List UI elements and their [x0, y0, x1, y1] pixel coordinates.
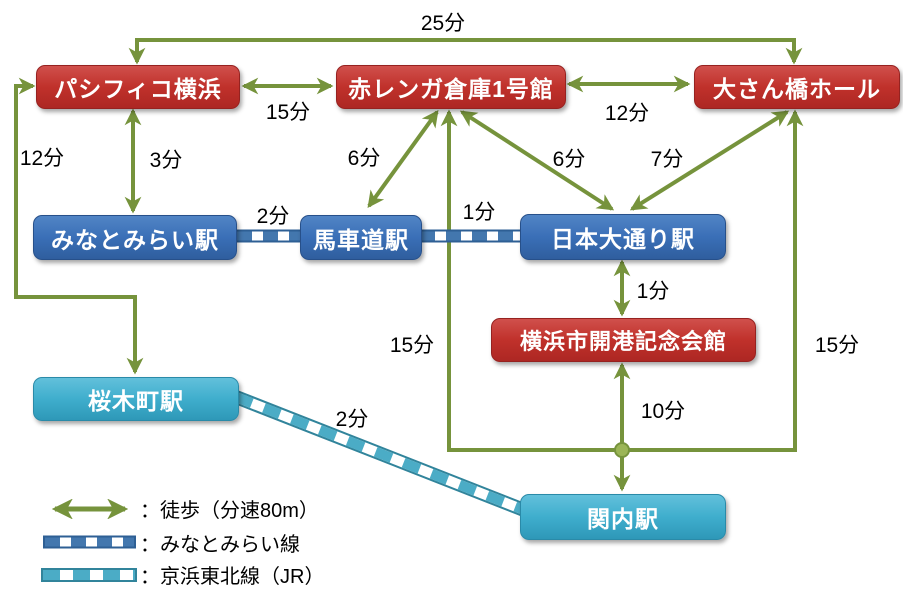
time-akarenga-osanbashi: 12分 — [604, 102, 650, 125]
rail-jr-sakuragicho-kannai — [233, 390, 527, 517]
time-pacifico-minatomirai: 3分 — [149, 149, 183, 172]
node-kannai-station: 関内駅 — [520, 494, 726, 540]
node-osanbashi-hall: 大さん橋ホール — [694, 65, 900, 109]
node-nihon-odori-station: 日本大通り駅 — [520, 214, 726, 260]
time-minatomirai-bashamichi: 2分 — [256, 205, 290, 228]
time-pacifico-osanbashi: 25分 — [420, 12, 466, 35]
time-kaiko-kannai: 10分 — [640, 400, 686, 423]
node-minatomirai-station: みなとみらい駅 — [33, 215, 237, 260]
legend-jr-line-label: ：京浜東北線（JR） — [140, 566, 325, 588]
time-osanbashi-nihonodori: 7分 — [650, 148, 684, 171]
edge-walk-akarenga-bashamichi — [367, 109, 439, 209]
legend-walk-arrow-icon — [51, 499, 129, 519]
time-akarenga-kannai: 15分 — [389, 334, 435, 357]
time-osanbashi-kannai: 15分 — [814, 334, 860, 357]
edge-walk-osanbashi-kannai — [622, 109, 804, 452]
node-bashamichi-station: 馬車道駅 — [300, 215, 422, 260]
junction-dot — [614, 442, 630, 458]
edge-walk-akarenga-nihonodori — [459, 110, 615, 211]
time-pacifico-sakuragicho: 12分 — [19, 147, 65, 170]
time-pacifico-akarenga: 15分 — [265, 101, 311, 124]
node-kaiko-kinen-kaikan: 横浜市開港記念会館 — [491, 318, 756, 362]
node-pacifico-yokohama: パシフィコ横浜 — [36, 65, 240, 109]
legend-mm-line-label: ：みなとみらい線 — [140, 534, 300, 556]
edge-walk-pacifico-osanbashi — [128, 38, 803, 65]
legend-mm-line-icon — [43, 535, 136, 549]
time-bashamichi-nihonodori: 1分 — [462, 201, 496, 224]
node-sakuragicho-station: 桜木町駅 — [33, 377, 239, 421]
edge-walk-akarenga-kannai — [440, 109, 622, 452]
time-nihonodori-kaiko: 1分 — [636, 280, 670, 303]
legend-jr-line-icon — [41, 568, 137, 582]
time-akarenga-bashamichi: 6分 — [347, 147, 381, 170]
time-sakuragicho-kannai: 2分 — [335, 408, 369, 431]
edge-walk-pacifico-sakuragicho — [14, 77, 144, 375]
node-akarenga-warehouse-1: 赤レンガ倉庫1号館 — [336, 65, 566, 109]
time-akarenga-nihonodori: 6分 — [552, 148, 586, 171]
edge-walk-osanbashi-nihonodori — [629, 110, 790, 211]
legend-walk-label: ：徒歩（分速80m） — [140, 500, 319, 522]
